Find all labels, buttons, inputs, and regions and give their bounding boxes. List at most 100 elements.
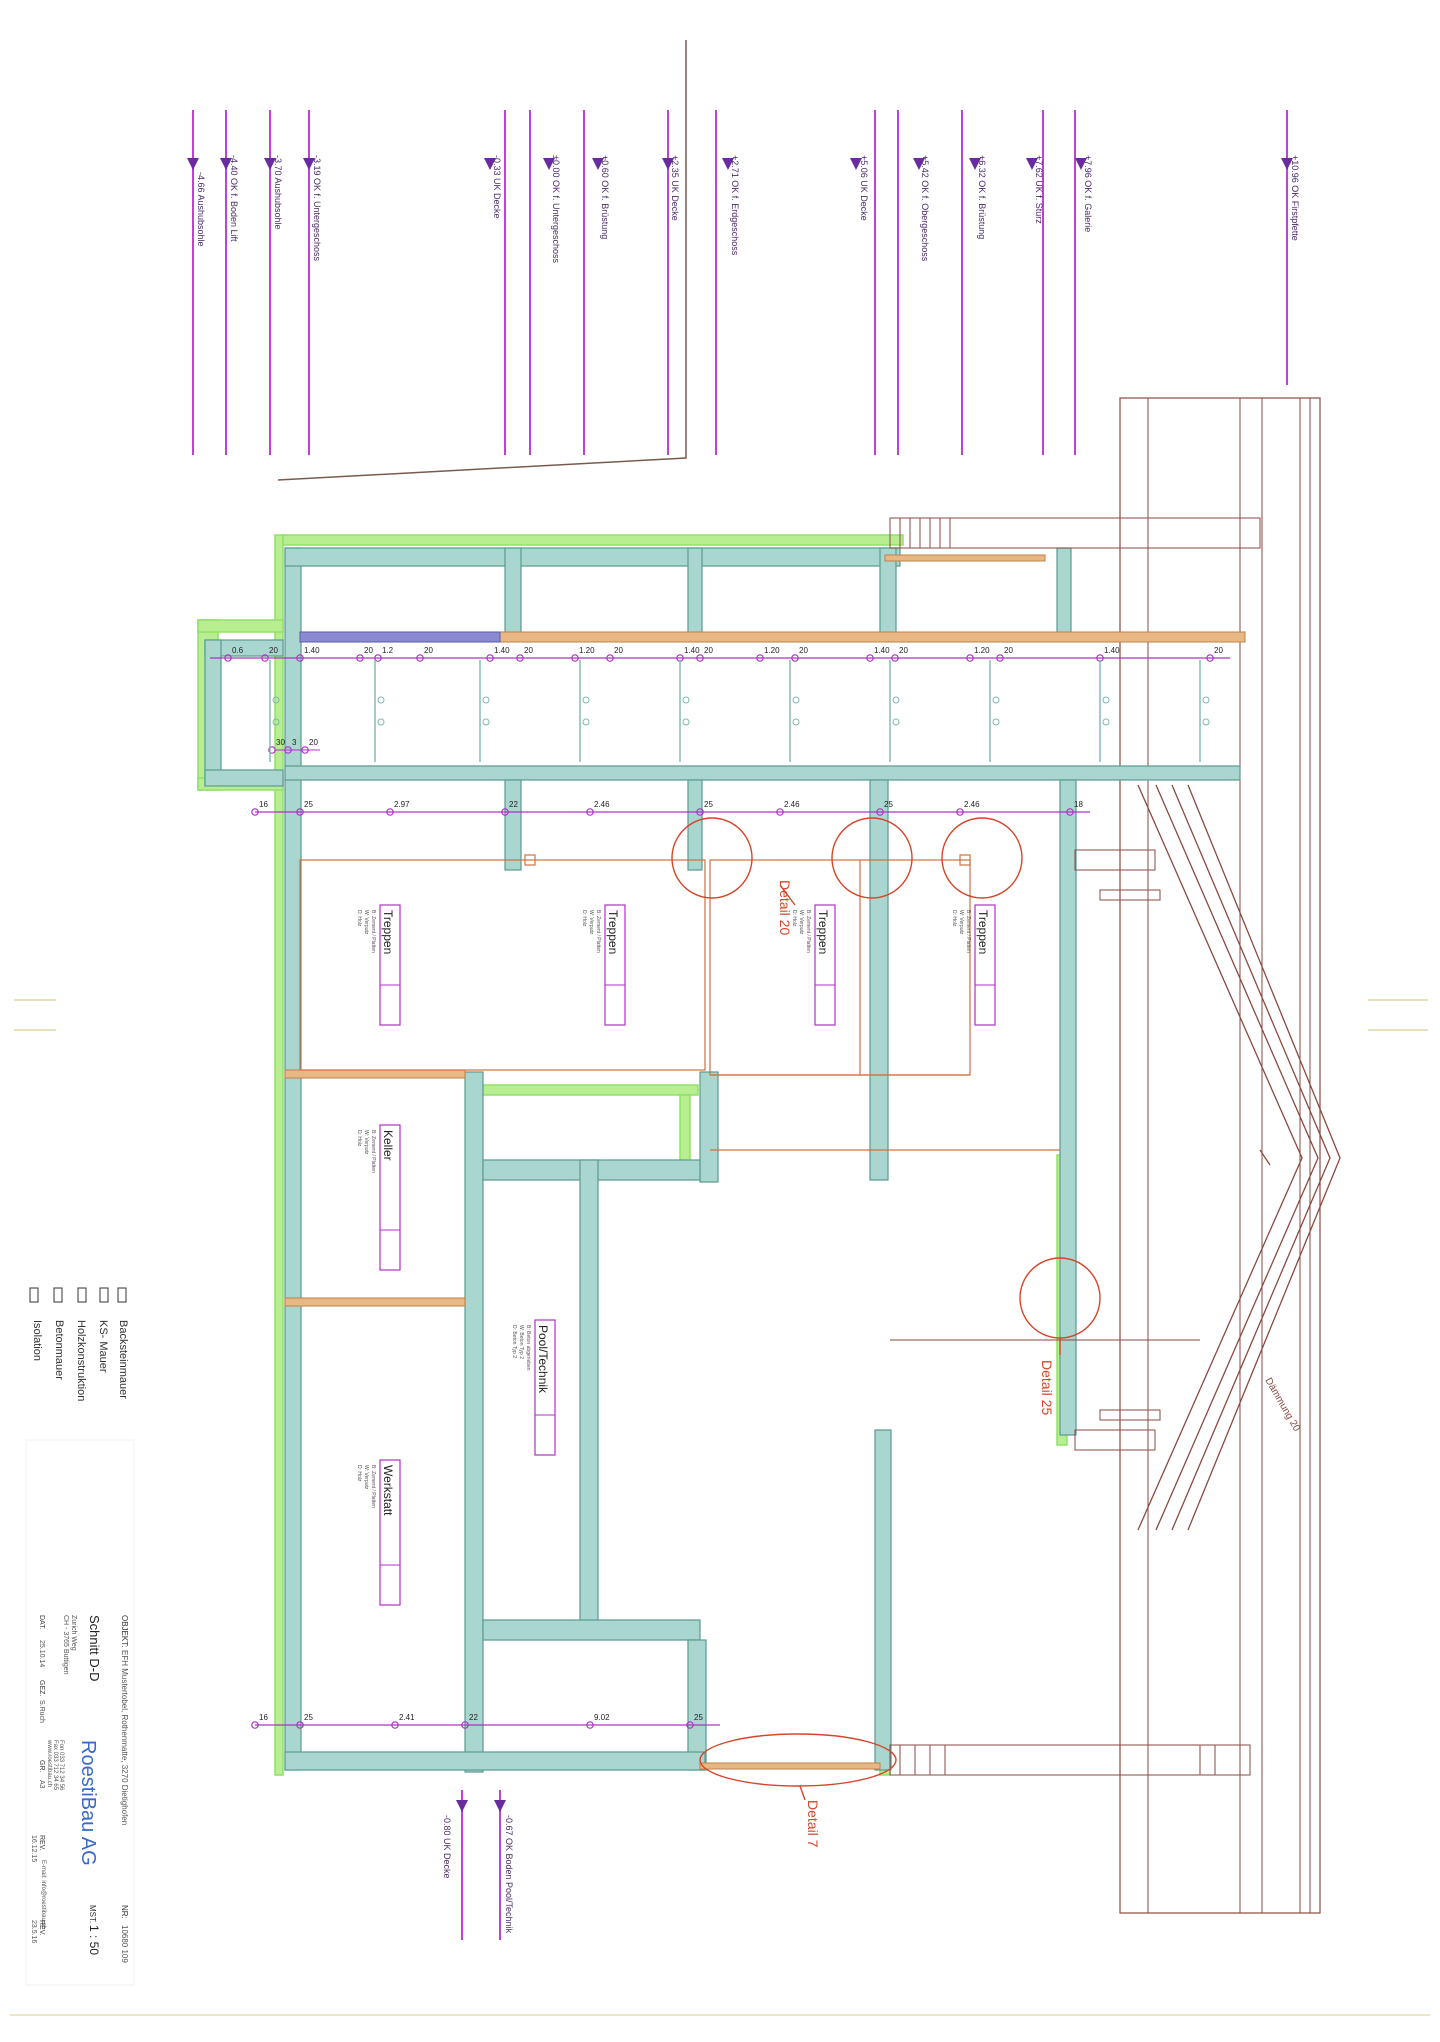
- dimension-tick: [891, 654, 899, 662]
- level-line: +6.32 OK f. Brüstung: [961, 110, 987, 455]
- legend-label: Isolation: [31, 1320, 43, 1361]
- dimension-tick: [696, 654, 704, 662]
- dimension-tick: [251, 1721, 259, 1729]
- level-line: +2.35 UK Decke: [662, 110, 680, 455]
- railing-posts: [269, 660, 1210, 762]
- tb-web: www.roestibau.ch: [46, 1739, 52, 1787]
- dimension-tick: [696, 808, 704, 816]
- railing-bolt: [1102, 696, 1110, 704]
- level-label: -0.33 UK Decke: [492, 155, 502, 219]
- level-line: +5.06 UK Decke: [850, 110, 876, 455]
- dimension-label: 20: [364, 646, 373, 655]
- dimension-tick: [1206, 654, 1214, 662]
- room-name: Treppen: [381, 910, 395, 954]
- dimension-label: 1.2: [382, 646, 394, 655]
- level-label: -3.19 OK f. Untergeschoss: [312, 155, 322, 262]
- dimension-label: 20: [704, 646, 713, 655]
- tb-rev2: 23.5.16: [30, 1920, 37, 1943]
- tb-nr-label: NR:: [120, 1905, 129, 1919]
- dimension-tick: [516, 654, 524, 662]
- room-finish: B: Zement / Platten: [805, 910, 811, 953]
- room-finish: W: Beton Typ 2: [518, 1325, 524, 1359]
- dimension-label: 25: [884, 800, 893, 809]
- dimension-tick: [791, 654, 799, 662]
- dimension-tick: [268, 746, 276, 754]
- railing-bolt: [1202, 718, 1210, 726]
- railing-bolt: [792, 696, 800, 704]
- dimension-tick: [571, 654, 579, 662]
- dimension-tick: [866, 654, 874, 662]
- dimension-label: 3: [292, 738, 297, 747]
- level-label: +2.71 OK f. Erdgeschoss: [730, 155, 740, 256]
- level-line: +0.60 OK f. Brüstung: [583, 110, 610, 455]
- level-label: -4.66 Aushubsohle: [196, 172, 206, 247]
- roof-structure: [1137, 784, 1341, 1531]
- room-finish: B: Zement / Platten: [965, 910, 971, 953]
- dimension-label: 20: [524, 646, 533, 655]
- dimension-tick: [416, 654, 424, 662]
- dimension-label: 2.46: [964, 800, 980, 809]
- level-label: -3.70 Aushubsohle: [273, 155, 283, 230]
- dimension-tick: [966, 654, 974, 662]
- detail-callouts: [671, 817, 1101, 1801]
- railing-bolt: [892, 718, 900, 726]
- dimension-tick: [296, 808, 304, 816]
- tb-email: E-mail: info@roestibau.ch: [40, 1860, 46, 1929]
- level-label: +5.42 OK f. Obergeschoss: [920, 155, 930, 262]
- tb-rev2-label: REV.: [38, 1920, 45, 1936]
- dimension-label: 1.40: [684, 646, 700, 655]
- tb-fax: Fax 033 712 34 65: [52, 1740, 58, 1791]
- tb-rev: 16.12.15: [30, 1835, 37, 1862]
- level-lines: -4.66 Aushubsohle -4.40 OK f. Boden Lift…: [187, 110, 1300, 455]
- dimension-label: 25: [304, 800, 313, 809]
- room-finish: B: Zement / Platten: [370, 910, 376, 953]
- level-line: -3.19 OK f. Untergeschoss: [303, 110, 322, 455]
- tb-dat: 25.10.14: [38, 1640, 45, 1667]
- tb-address: Zurich Weg: [70, 1615, 77, 1651]
- room-finish: W: Verputz: [363, 910, 369, 935]
- legend-label: Holzkonstruktion: [75, 1320, 87, 1401]
- dimension-label: 1.40: [874, 646, 890, 655]
- room-finish: D: Beton Typ 2: [511, 1325, 517, 1358]
- room-finish: B: Zement / Platten: [370, 1465, 376, 1508]
- dimension-label: 20: [899, 646, 908, 655]
- railing-bolt: [272, 718, 280, 726]
- room-finish: D: Holz: [356, 910, 362, 927]
- railing-bolt: [272, 696, 280, 704]
- tb-gez-label: GEZ.: [38, 1680, 45, 1696]
- wood-members: [284, 554, 1246, 1770]
- railing-bolt: [792, 718, 800, 726]
- dimension-label: 25: [704, 800, 713, 809]
- dimension-tick: [461, 1721, 469, 1729]
- railing-bolt: [377, 696, 385, 704]
- dimension-label: 20: [799, 646, 808, 655]
- dimension-label: 25: [694, 1713, 703, 1722]
- room-finish: D: Holz: [951, 910, 957, 927]
- legend-label: Betonmauer: [53, 1320, 65, 1380]
- dimension-label: 1.40: [494, 646, 510, 655]
- room-finish: W: Verputz: [363, 1465, 369, 1490]
- tb-gr: A3: [38, 1780, 45, 1789]
- railing-bolt: [1202, 696, 1210, 704]
- legend-swatch: [99, 1287, 109, 1303]
- tb-rev-label: REV.: [38, 1835, 45, 1851]
- tb-dat-label: DAT.: [38, 1615, 45, 1630]
- dimension-tick: [1066, 808, 1074, 816]
- railing-bolt: [482, 696, 490, 704]
- level-line: +7.96 OK f. Galerie: [1074, 110, 1093, 455]
- room-name: Keller: [381, 1130, 395, 1161]
- room-name: Pool/Technik: [536, 1325, 550, 1394]
- detail-circle: [699, 1733, 897, 1787]
- legend-swatch: [77, 1287, 87, 1303]
- room-name: Treppen: [606, 910, 620, 954]
- railing-bolt: [992, 718, 1000, 726]
- dimension-tick: [356, 654, 364, 662]
- railing-bolt: [582, 718, 590, 726]
- tb-phone: Fon 033 712 34 56: [58, 1740, 64, 1791]
- dimension-label: 22: [509, 800, 518, 809]
- room-finish: D: Holz: [791, 910, 797, 927]
